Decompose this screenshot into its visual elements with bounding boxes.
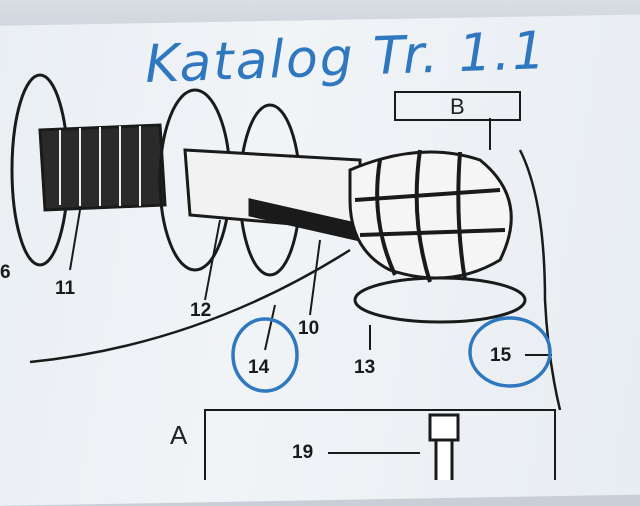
bellows-11 [38,123,167,212]
part-label-6: 6 [0,262,11,283]
part-label-13: 13 [354,357,376,378]
lamp-cage [348,150,513,280]
part-label-12: 12 [190,300,212,321]
part-label-14: 14 [248,357,270,378]
circle-mark-15 [468,316,552,388]
bolt-19 [428,413,460,442]
part-label-10: 10 [298,318,320,339]
part-label-15: 15 [490,345,512,366]
box-b [394,91,521,121]
cable [29,248,351,364]
box-a-label: A [170,420,188,450]
part-label-11: 11 [55,278,76,299]
circle-mark-14 [231,317,299,393]
clamp-ring-13 [353,276,527,324]
part-label-19: 19 [292,442,314,463]
box-a [204,409,556,480]
parts-drawing [10,73,562,480]
box-b-label: B [450,94,465,119]
